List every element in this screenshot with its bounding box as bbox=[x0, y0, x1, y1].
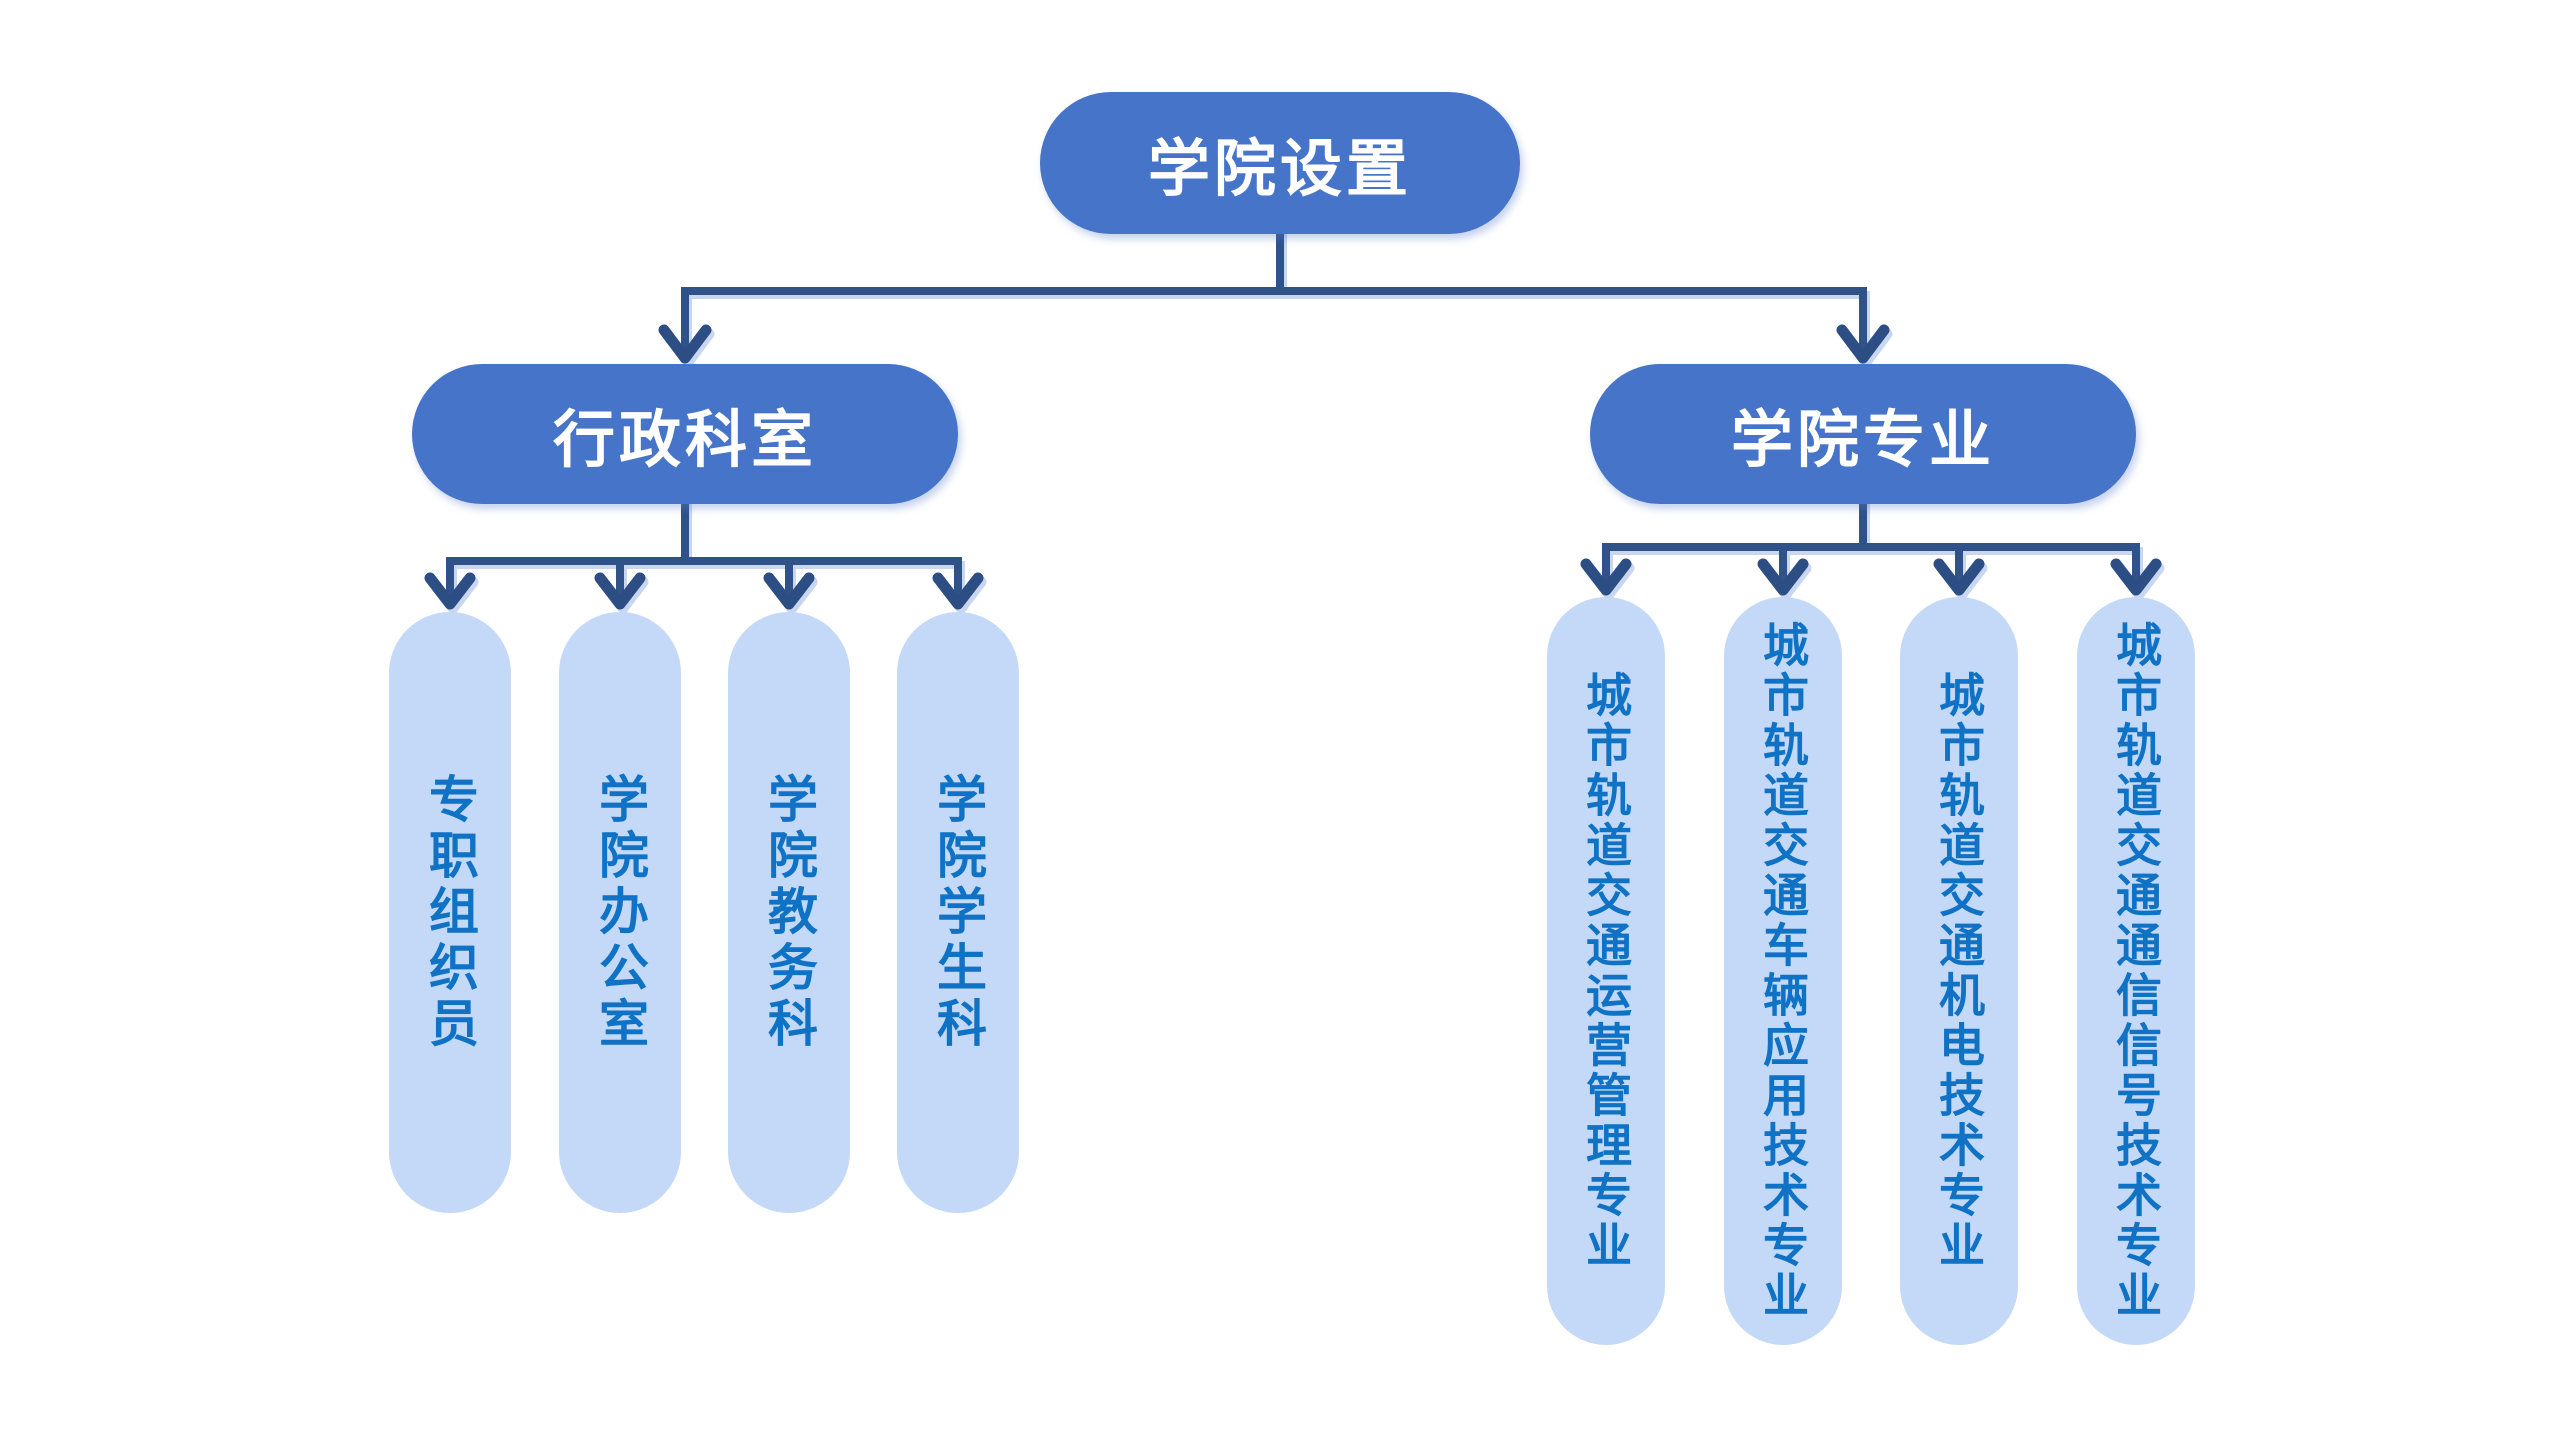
leaf-node-label: 专职组织员 bbox=[422, 772, 478, 1053]
leaf-node-label: 学院学生科 bbox=[930, 772, 986, 1053]
leaf-node-label: 学院教务科 bbox=[761, 772, 817, 1053]
arrowhead-majors bbox=[1836, 324, 1890, 364]
leaf-node-label: 城市轨道交通车辆应用技术专业 bbox=[1757, 621, 1809, 1321]
arrowhead-admin-child-2 bbox=[594, 572, 646, 610]
arrowhead-admin bbox=[658, 324, 712, 364]
arrowhead-major-child-3 bbox=[1933, 558, 1985, 596]
leaf-node-academic-affairs: 学院教务科 bbox=[728, 612, 850, 1213]
arrowhead-admin-child-1 bbox=[424, 572, 476, 610]
arrowhead-major-child-1 bbox=[1580, 558, 1632, 596]
arrowhead-major-child-2 bbox=[1757, 558, 1809, 596]
arrowhead-admin-child-3 bbox=[763, 572, 815, 610]
leaf-node-student-affairs: 学院学生科 bbox=[897, 612, 1019, 1213]
root-node-label: 学院设置 bbox=[1147, 135, 1412, 204]
leaf-node-label: 城市轨道交通运营管理专业 bbox=[1580, 671, 1632, 1271]
leaf-node-organizer: 专职组织员 bbox=[389, 612, 511, 1213]
arrowhead-major-child-4 bbox=[2110, 558, 2162, 596]
branch-node-label: 行政科室 bbox=[552, 406, 817, 475]
leaf-node-vehicle-application-technology-major: 城市轨道交通车辆应用技术专业 bbox=[1724, 597, 1842, 1345]
branch-node-college-majors: 学院专业 bbox=[1590, 364, 2136, 504]
leaf-node-college-office: 学院办公室 bbox=[559, 612, 681, 1213]
branch-node-administrative-offices: 行政科室 bbox=[412, 364, 958, 504]
root-node: 学院设置 bbox=[1040, 92, 1520, 234]
branch-node-label: 学院专业 bbox=[1730, 406, 1995, 475]
leaf-node-label: 学院办公室 bbox=[592, 772, 648, 1053]
leaf-node-communication-signal-technology-major: 城市轨道交通通信信号技术专业 bbox=[2077, 597, 2195, 1345]
leaf-node-mechatronics-technology-major: 城市轨道交通机电技术专业 bbox=[1900, 597, 2018, 1345]
leaf-node-operations-management-major: 城市轨道交通运营管理专业 bbox=[1547, 597, 1665, 1345]
leaf-node-label: 城市轨道交通机电技术专业 bbox=[1933, 671, 1985, 1271]
leaf-node-label: 城市轨道交通通信信号技术专业 bbox=[2110, 621, 2162, 1321]
arrowhead-admin-child-4 bbox=[932, 572, 984, 610]
